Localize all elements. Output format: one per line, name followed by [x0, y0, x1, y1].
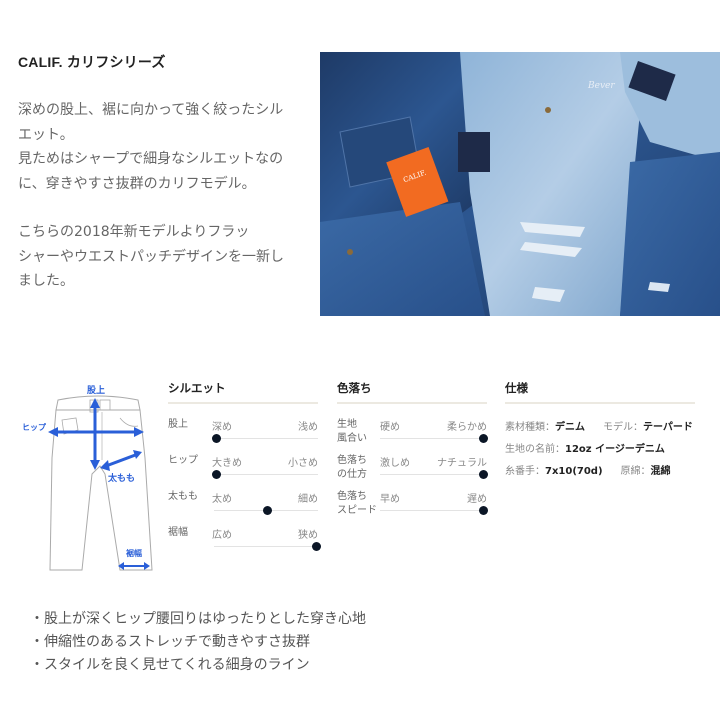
scale-left: 激しめ	[380, 458, 410, 469]
slider-track	[380, 510, 484, 511]
slider-track	[214, 474, 318, 475]
slider-dot	[262, 506, 272, 515]
slider-row-fade-speed: 色落ちスピード 早め 遅め	[337, 490, 488, 526]
spec-label: 原綿：	[620, 466, 651, 477]
feature-item: ・スタイルを良く見せてくれる細身のライン	[30, 657, 310, 673]
slider-track	[380, 438, 484, 439]
row-label: 生地風合い	[337, 419, 367, 444]
slider-track	[380, 474, 484, 475]
spec-row-yarn: 糸番手：7x10(70d) 原綿：混綿	[505, 462, 695, 484]
scale-left: 広め	[212, 530, 232, 541]
slider-row-thigh: 太もも 太め 細め	[168, 490, 318, 526]
spec-column: 仕様 素材種類：デニムモデル：テーパード 生地の名前：12oz イージーデニム …	[505, 380, 695, 484]
slider-track	[214, 546, 318, 547]
label-hem: 裾幅	[126, 548, 142, 558]
slider-dot	[311, 542, 321, 551]
series-title: CALIF. カリフシリーズ	[18, 54, 166, 70]
slider-dot	[478, 506, 488, 515]
fade-column: 色落ち 生地風合い 硬め 柔らかめ 色落ちの仕方 激しめ ナチュラル 色落ちスピ…	[337, 380, 488, 526]
label-thigh: 太もも	[107, 472, 135, 484]
scale-left: 硬め	[380, 422, 400, 433]
intro-line: シャーやウエストパッチデザインを一新し	[18, 248, 284, 265]
divider	[337, 402, 487, 404]
scale-right: 遅め	[467, 494, 487, 505]
spec-value: 7x10(70d)	[545, 466, 603, 477]
scale-right: 狭め	[298, 530, 318, 541]
feature-item: ・伸縮性のあるストレッチで動きやすさ抜群	[30, 634, 310, 650]
slider-dot	[211, 434, 221, 443]
spec-label: 素材種類：	[505, 422, 555, 433]
intro-section: CALIF. カリフシリーズ 深めの股上、裾に向かって強く絞ったシル エット。 …	[18, 52, 314, 294]
intro-line: に、穿きやすさ抜群のカリフモデル。	[18, 175, 256, 192]
slider-row-hem: 裾幅 広め 狭め	[168, 526, 321, 562]
spec-value: テーパード	[643, 422, 693, 433]
slider-dot	[478, 470, 488, 479]
scale-left: 太め	[212, 494, 232, 505]
spec-row-material: 素材種類：デニム モデル：テーパード	[505, 418, 695, 440]
slider-row-rise: 股上 深め 浅め	[168, 418, 318, 454]
scale-right: ナチュラル	[437, 458, 487, 469]
scale-right: 柔らかめ	[447, 422, 487, 433]
spec-heading: 仕様	[505, 381, 528, 395]
spec-row-fabric: 生地の名前：12oz イージーデニム	[505, 440, 695, 462]
spec-value: 12oz イージーデニム	[565, 444, 665, 455]
spec-label: モデル：	[603, 422, 643, 433]
intro-line: こちらの2018年新モデルよりフラッ	[18, 224, 250, 240]
intro-line: 見ためはシャープで細身なシルエットなの	[18, 151, 284, 167]
svg-text:Bever: Bever	[587, 81, 615, 91]
silhouette-heading: シルエット	[168, 381, 226, 395]
spec-value: 混綿	[650, 466, 671, 477]
scale-left: 早め	[380, 494, 400, 505]
scale-right: 浅め	[298, 422, 318, 433]
fade-heading: 色落ち	[337, 381, 372, 395]
divider	[168, 402, 318, 404]
scale-right: 細め	[298, 494, 318, 505]
pants-measurement-diagram: 股上 ヒップ 太もも 裾幅	[20, 378, 165, 578]
intro-line: 深めの股上、裾に向かって強く絞ったシル	[18, 102, 284, 118]
scale-right: 小さめ	[288, 458, 318, 469]
scale-left: 深め	[212, 422, 232, 433]
slider-dot	[211, 470, 221, 479]
slider-row-hip: ヒップ 大きめ 小さめ	[168, 454, 318, 490]
label-hip: ヒップ	[22, 422, 47, 432]
spec-value: デニム	[555, 422, 585, 433]
row-label: 色落ちの仕方	[337, 455, 367, 480]
row-label: 色落ちスピード	[337, 491, 377, 516]
intro-line: エット。	[18, 126, 74, 143]
intro-description: 深めの股上、裾に向かって強く絞ったシル エット。 見ためはシャープで細身なシルエ…	[18, 98, 314, 294]
slider-track	[214, 438, 318, 439]
jeans-photo: CALIF. Bever	[320, 52, 720, 316]
spec-label: 糸番手：	[505, 466, 545, 477]
spec-label: 生地の名前：	[505, 444, 565, 455]
slider-dot	[478, 434, 488, 443]
row-label: ヒップ	[168, 455, 198, 466]
slider-row-fade-style: 色落ちの仕方 激しめ ナチュラル	[337, 454, 488, 490]
divider	[505, 402, 695, 404]
row-label: 裾幅	[168, 527, 188, 538]
row-label: 太もも	[168, 491, 198, 502]
scale-left: 大きめ	[212, 458, 242, 469]
slider-row-fabric-feel: 生地風合い 硬め 柔らかめ	[337, 418, 488, 454]
feature-list: ・股上が深くヒップ腰回りはゆったりとした穿き心地 ・伸縮性のあるストレッチで動き…	[30, 608, 366, 677]
price-tag	[386, 146, 449, 217]
silhouette-column: シルエット 股上 深め 浅め ヒップ 大きめ 小さめ 太もも 太め 細め 裾幅 …	[168, 380, 321, 562]
intro-line: ました。	[18, 273, 74, 289]
label-rise: 股上	[87, 384, 105, 396]
row-label: 股上	[168, 419, 188, 430]
feature-item: ・股上が深くヒップ腰回りはゆったりとした穿き心地	[30, 611, 366, 627]
